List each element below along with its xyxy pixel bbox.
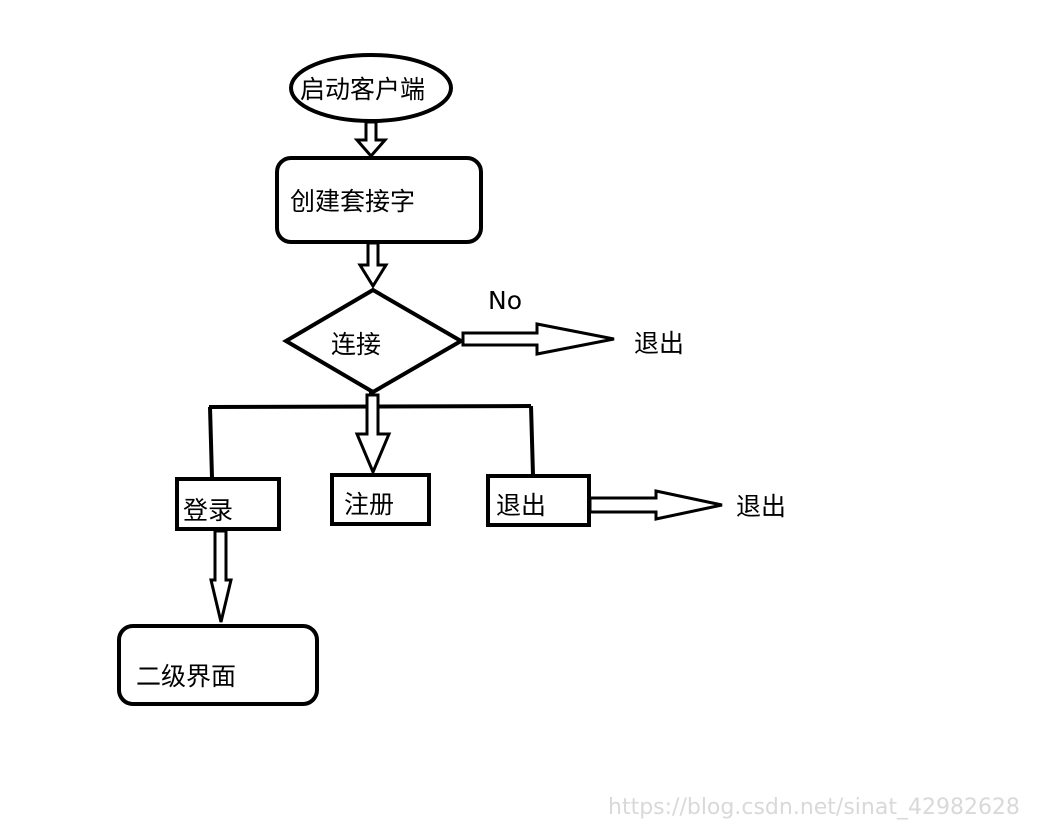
arrow-connect-to-register [354,393,392,476]
no-label: No [488,286,522,315]
login-box [175,477,281,531]
arrow-login-to-second-menu [209,529,233,623]
connect-label: 连接 [331,330,381,359]
second-menu-label: 二级界面 [136,662,236,691]
arrow-connect-no-exit [461,322,615,356]
exit-after-exit-box-label: 退出 [736,492,786,521]
create-socket-node: 创建套接字 [275,156,483,244]
second-menu-node: 二级界面 [117,624,319,706]
connect-node: 连接 [282,287,465,395]
branch-to-exit-box [529,405,535,476]
arrow-start-to-socket [353,120,389,159]
login-node: 登录 [175,477,281,531]
branch-to-login [208,406,214,479]
watermark-text: https://blog.csdn.net/sinat_42982628 [608,795,1020,820]
login-label: 登录 [183,496,233,525]
exit-node: 退出 [486,474,591,527]
exit-after-connect-label: 退出 [634,329,684,358]
arrow-exit-box-to-exit [588,489,723,521]
register-label: 注册 [344,490,394,519]
register-box [330,473,431,526]
second-menu-box [117,624,319,706]
exit-box-label: 退出 [496,491,546,520]
create-socket-label: 创建套接字 [290,187,415,216]
arrow-socket-to-connect [357,241,389,289]
start-label: 启动客户端 [300,75,425,104]
start-node: 启动客户端 [289,53,453,123]
register-node: 注册 [330,473,431,526]
